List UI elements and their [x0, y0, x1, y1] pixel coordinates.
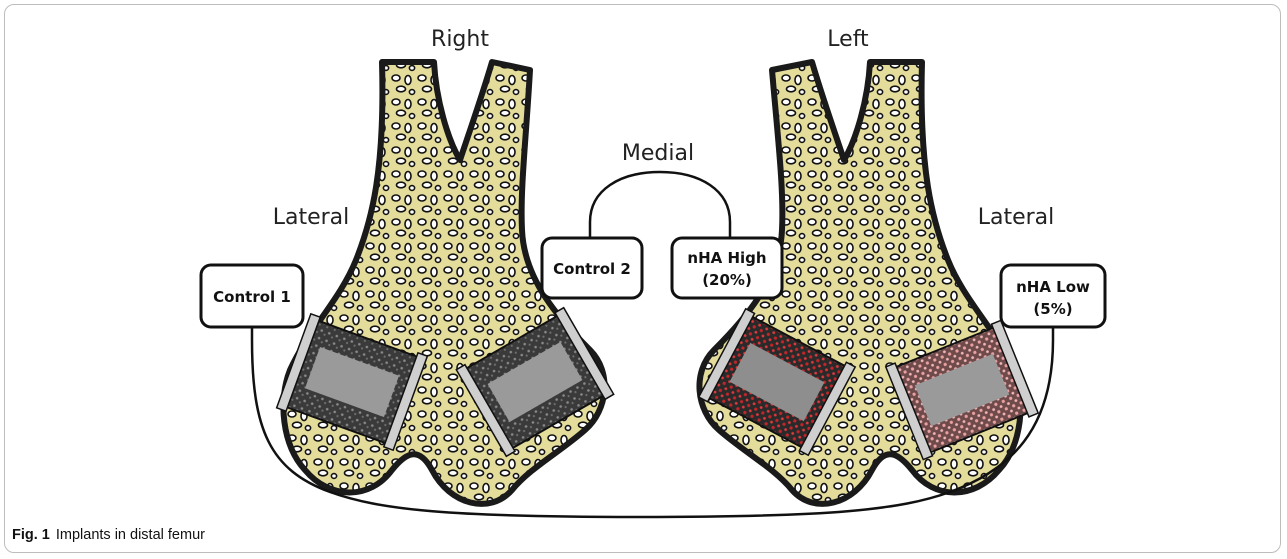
caption-label: Fig. 1	[12, 527, 50, 543]
label-left: Left	[827, 27, 869, 52]
box-nha-high-line1: nHA High	[687, 249, 766, 267]
box-nha-high-line2: (20%)	[702, 271, 752, 289]
caption-text: Implants in distal femur	[56, 527, 205, 543]
figure-caption: Fig. 1 Implants in distal femur	[12, 527, 205, 543]
box-nha-low: nHA Low (5%)	[1001, 265, 1105, 327]
box-control2: Control 2	[542, 238, 642, 298]
box-control1-label: Control 1	[213, 288, 291, 306]
box-nha-low-line1: nHA Low	[1016, 278, 1090, 296]
medial-connector-arc	[590, 172, 730, 238]
label-medial: Medial	[622, 141, 694, 166]
label-lateral-left: Lateral	[978, 205, 1055, 230]
label-right: Right	[431, 27, 489, 52]
box-nha-high: nHA High (20%)	[672, 238, 782, 298]
box-control1: Control 1	[201, 265, 303, 327]
box-nha-low-line2: (5%)	[1033, 300, 1072, 318]
label-lateral-right: Lateral	[273, 205, 350, 230]
box-control2-label: Control 2	[553, 260, 631, 278]
